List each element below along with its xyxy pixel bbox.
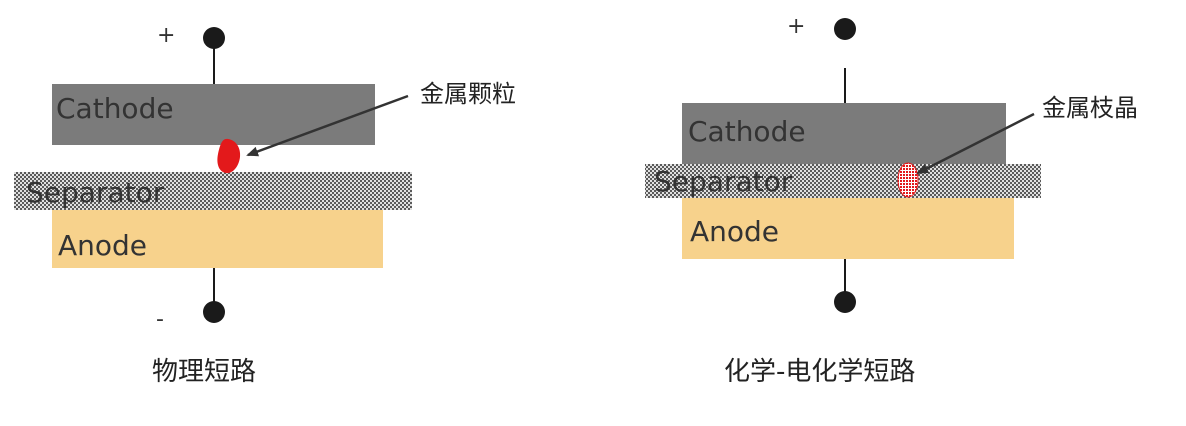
negative-terminal bbox=[203, 301, 225, 323]
separator-label: Separator bbox=[654, 165, 793, 198]
dendrite-icon bbox=[897, 162, 919, 198]
dendrite-callout-arrow bbox=[916, 112, 1035, 175]
cathode-layer bbox=[682, 103, 1006, 164]
cathode-label: Cathode bbox=[56, 92, 174, 125]
plus-sign: + bbox=[157, 23, 175, 48]
minus-sign: - bbox=[156, 307, 164, 332]
anode-label: Anode bbox=[690, 215, 779, 248]
separator-layer bbox=[645, 164, 1041, 198]
separator-layer bbox=[14, 172, 412, 210]
cathode-label: Cathode bbox=[688, 115, 806, 148]
negative-terminal bbox=[834, 291, 856, 313]
plus-sign: + bbox=[787, 14, 805, 39]
positive-terminal bbox=[834, 18, 856, 40]
anode-layer bbox=[52, 210, 383, 268]
physical-short-caption: 物理短路 bbox=[152, 357, 256, 387]
particle-callout-arrow bbox=[246, 94, 409, 157]
metal-particle-icon bbox=[217, 138, 241, 174]
anode-label: Anode bbox=[58, 229, 147, 262]
electrochemical-short-caption: 化学-电化学短路 bbox=[724, 357, 915, 387]
positive-terminal bbox=[203, 27, 225, 49]
dendrite-callout-label: 金属枝晶 bbox=[1042, 94, 1138, 122]
particle-callout-label: 金属颗粒 bbox=[420, 80, 516, 108]
separator-label: Separator bbox=[26, 176, 165, 209]
cathode-layer bbox=[52, 84, 375, 145]
electrochemical-short-panel: + Cathode Separator Anode 金属枝晶 化学-电化学短路 bbox=[645, 14, 1138, 387]
anode-layer bbox=[682, 198, 1014, 259]
physical-short-panel: + Cathode Separator Anode 金属颗粒 - 物理短路 bbox=[14, 23, 516, 387]
